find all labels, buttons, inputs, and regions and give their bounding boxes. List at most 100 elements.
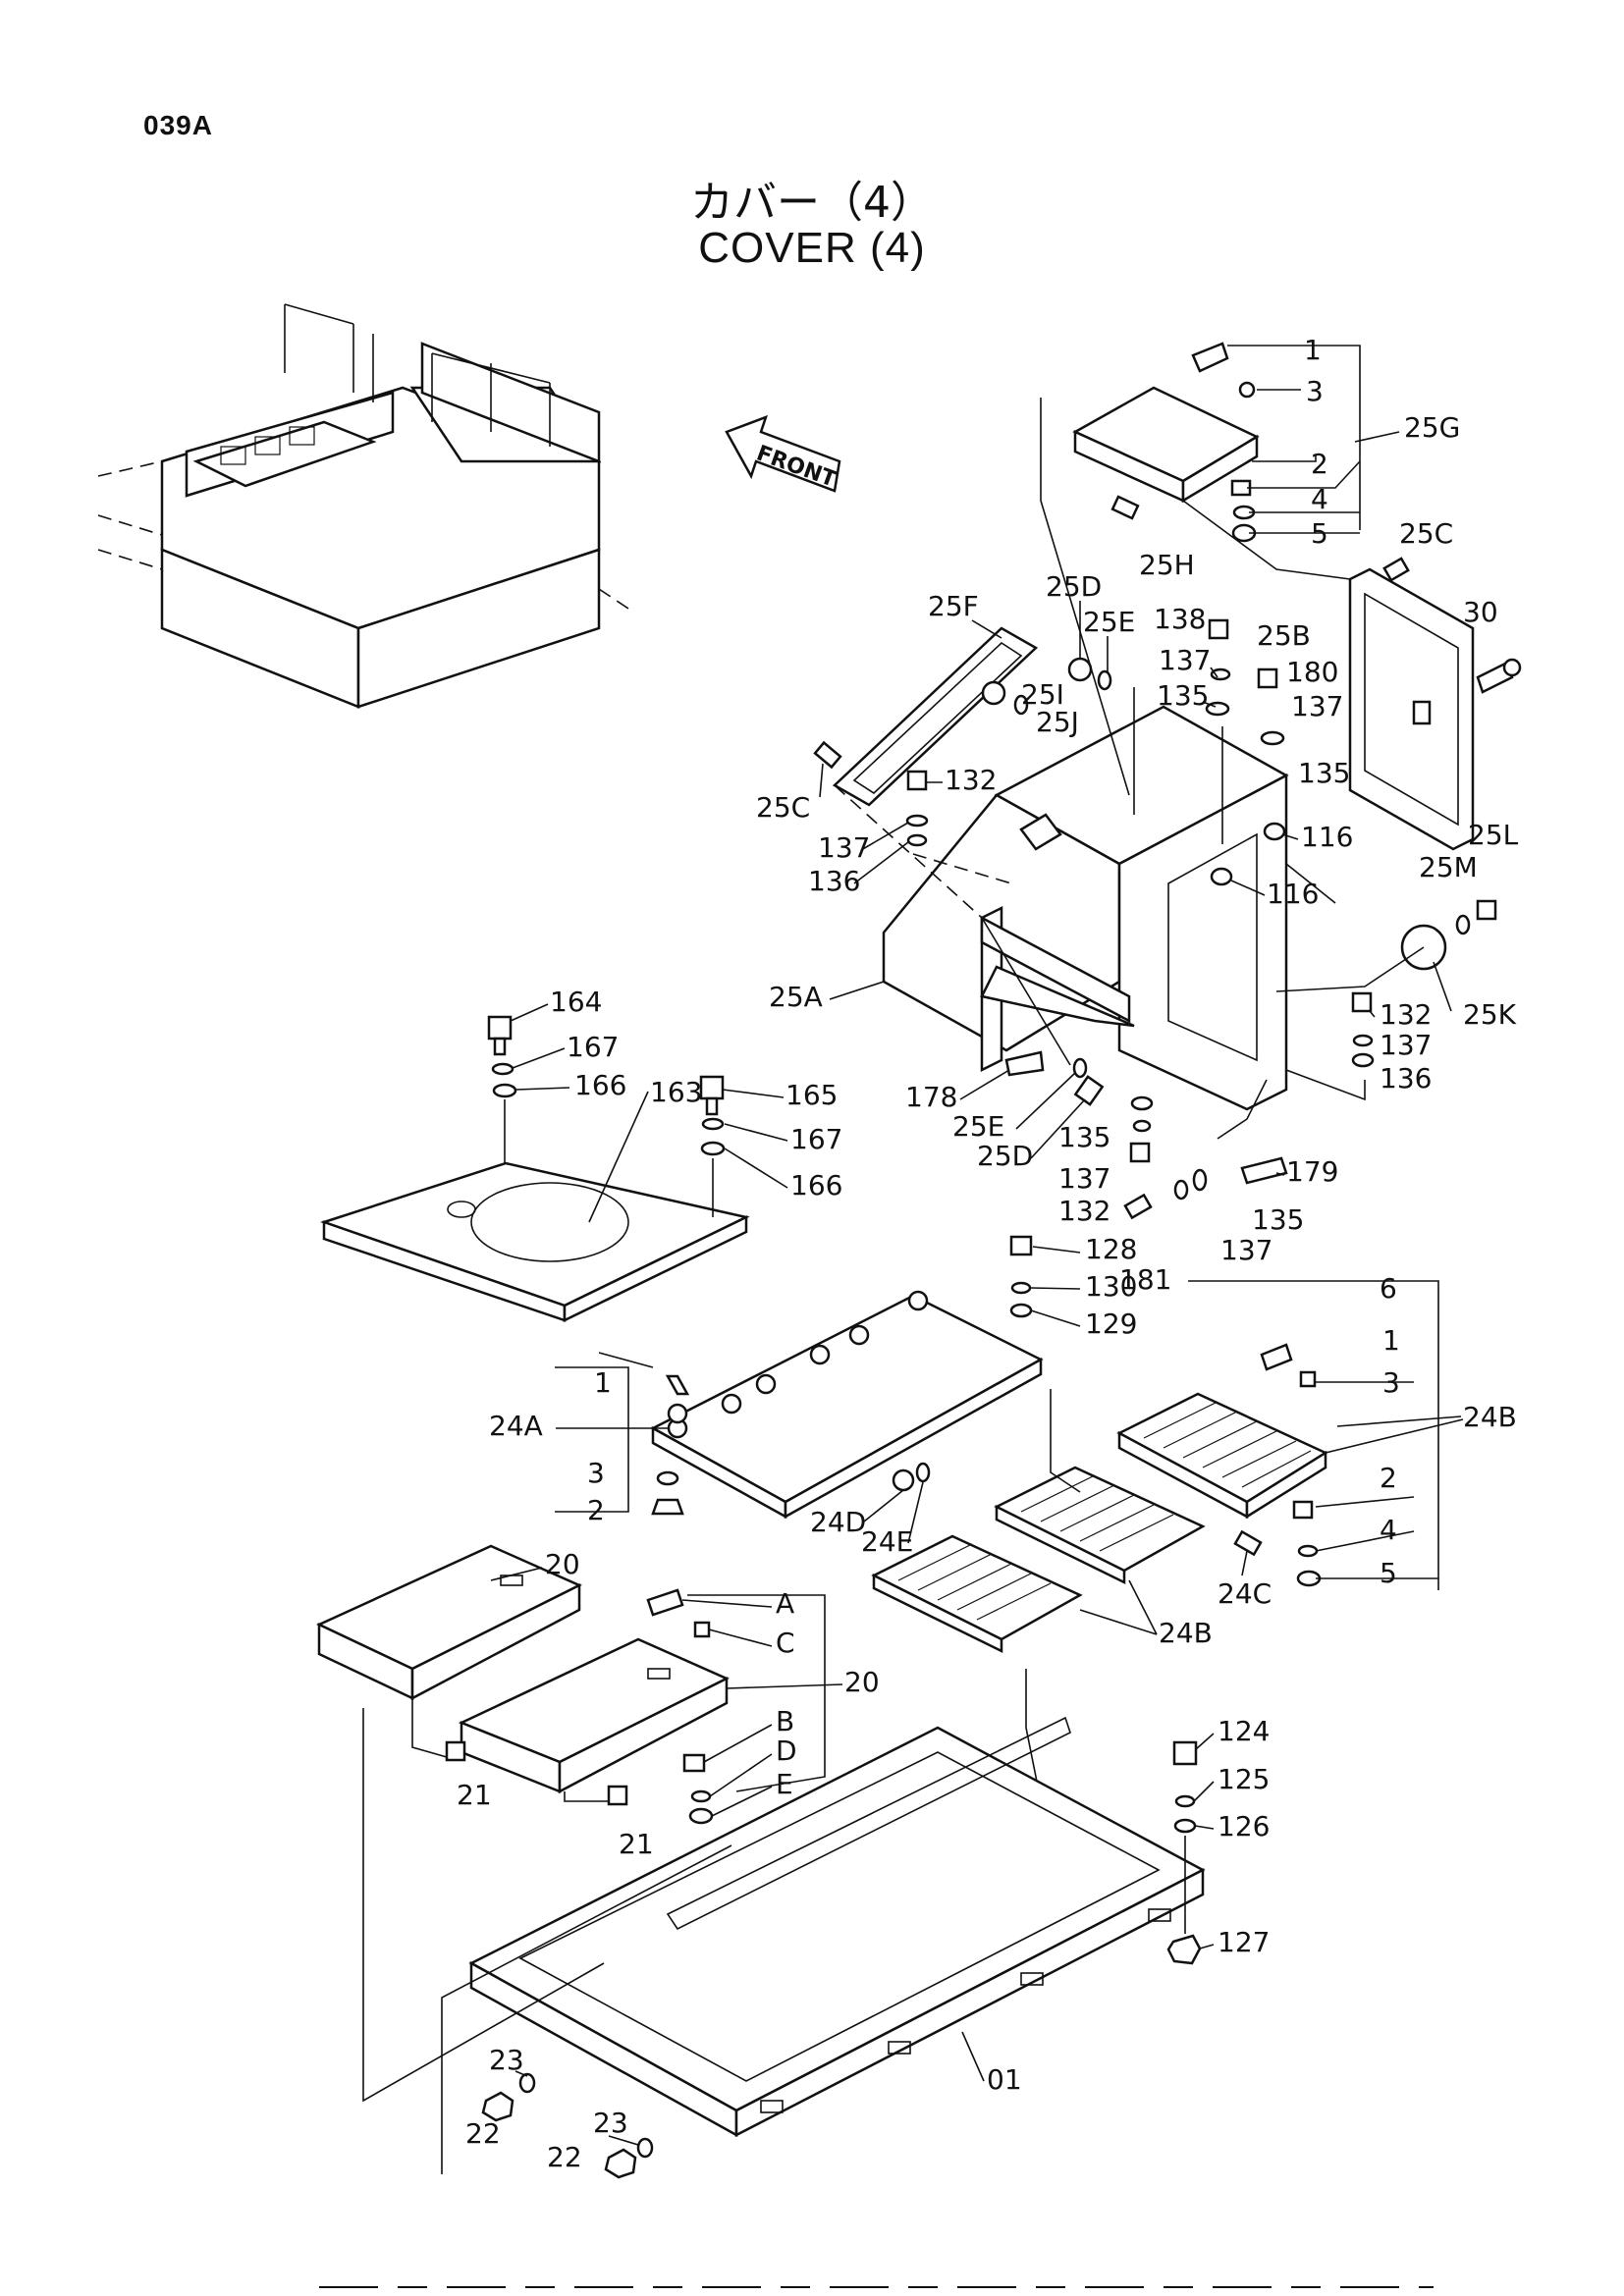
- label-25C: 25C: [756, 791, 810, 824]
- label-25C: 25C: [1399, 517, 1453, 550]
- label-2: 2: [1311, 448, 1328, 480]
- label-22: 22: [465, 2117, 501, 2150]
- label-D: D: [776, 1735, 797, 1767]
- label-3: 3: [1382, 1366, 1400, 1399]
- label-2: 2: [587, 1494, 605, 1526]
- label-C: C: [776, 1627, 795, 1659]
- label-130: 130: [1085, 1270, 1137, 1303]
- label-165: 165: [785, 1079, 838, 1111]
- title-english: COVER (4): [698, 224, 926, 272]
- label-164: 164: [550, 986, 602, 1018]
- label-25J: 25J: [1036, 706, 1079, 738]
- label-25H: 25H: [1139, 549, 1195, 581]
- label-24B: 24B: [1159, 1617, 1213, 1649]
- label-24D: 24D: [810, 1506, 866, 1538]
- label-A: A: [776, 1587, 794, 1620]
- label-137: 137: [1291, 690, 1343, 722]
- label-leaders: [490, 601, 1464, 2146]
- label-132: 132: [1380, 998, 1432, 1031]
- label-E: E: [776, 1768, 793, 1800]
- upper-cover-assembly: [813, 342, 1522, 1220]
- label-24E: 24E: [861, 1525, 913, 1558]
- title-japanese: カバー（4）: [690, 178, 934, 228]
- label-4: 4: [1311, 483, 1328, 515]
- label-B: B: [776, 1705, 794, 1737]
- label-126: 126: [1218, 1810, 1270, 1842]
- panel-assembly: [650, 1235, 1328, 1827]
- label-24B: 24B: [1463, 1401, 1517, 1433]
- label-137: 137: [1159, 644, 1211, 676]
- label-01: 01: [987, 2063, 1022, 2096]
- label-137: 137: [1058, 1162, 1110, 1195]
- label-23: 23: [489, 2044, 524, 2076]
- side-panel-assembly: [316, 1544, 730, 1825]
- label-1: 1: [594, 1366, 612, 1399]
- label-116: 116: [1301, 821, 1353, 853]
- label-25L: 25L: [1468, 819, 1519, 851]
- label-21: 21: [619, 1828, 654, 1860]
- machine-overview: [97, 303, 629, 709]
- label-125: 125: [1218, 1763, 1270, 1795]
- label-6: 6: [1380, 1272, 1397, 1305]
- label-135: 135: [1058, 1121, 1110, 1153]
- label-136: 136: [1380, 1062, 1432, 1095]
- front-arrow: FRONT: [725, 414, 841, 493]
- label-24C: 24C: [1218, 1577, 1272, 1610]
- label-136: 136: [808, 865, 860, 897]
- label-166: 166: [790, 1169, 842, 1201]
- label-25E: 25E: [1083, 606, 1135, 638]
- label-1: 1: [1382, 1324, 1400, 1357]
- page-code: 039A: [143, 110, 213, 140]
- label-25K: 25K: [1463, 998, 1517, 1031]
- label-135: 135: [1252, 1203, 1304, 1236]
- label-127: 127: [1218, 1926, 1270, 1958]
- label-20: 20: [844, 1666, 880, 1698]
- label-124: 124: [1218, 1715, 1270, 1747]
- label-180: 180: [1286, 656, 1338, 688]
- label-25G: 25G: [1404, 411, 1460, 444]
- label-20: 20: [545, 1548, 580, 1580]
- label-132: 132: [1058, 1195, 1110, 1227]
- label-22: 22: [547, 2141, 582, 2173]
- label-138: 138: [1154, 603, 1206, 635]
- label-116: 116: [1267, 878, 1319, 910]
- floor-plate-assembly: [320, 1015, 750, 1322]
- label-178: 178: [905, 1081, 957, 1113]
- label-2: 2: [1380, 1462, 1397, 1494]
- label-1: 1: [1304, 334, 1322, 366]
- label-25A: 25A: [769, 981, 823, 1013]
- label-25I: 25I: [1021, 678, 1064, 711]
- label-25D: 25D: [1046, 570, 1102, 603]
- label-129: 129: [1085, 1308, 1137, 1340]
- label-166: 166: [574, 1069, 626, 1101]
- label-5: 5: [1380, 1557, 1397, 1589]
- label-163: 163: [650, 1076, 702, 1108]
- base-frame: [362, 1708, 1206, 2179]
- label-137: 137: [1220, 1234, 1272, 1266]
- part-labels: 1 3 25G 2 4 5 25H 25C 30 25F 25D 25E 138…: [457, 334, 1519, 2173]
- label-30: 30: [1463, 596, 1498, 628]
- label-179: 179: [1286, 1155, 1338, 1188]
- bracket-lines: [555, 345, 1462, 1792]
- label-23: 23: [593, 2107, 628, 2139]
- label-21: 21: [457, 1779, 492, 1811]
- label-25M: 25M: [1419, 851, 1478, 883]
- label-137: 137: [1380, 1029, 1432, 1061]
- label-25D: 25D: [977, 1140, 1033, 1172]
- label-135: 135: [1157, 679, 1209, 712]
- label-132: 132: [945, 764, 997, 796]
- label-167: 167: [790, 1123, 842, 1155]
- label-181: 181: [1119, 1263, 1171, 1296]
- label-135: 135: [1298, 757, 1350, 789]
- label-137: 137: [818, 831, 870, 864]
- label-3: 3: [587, 1457, 605, 1489]
- label-25B: 25B: [1257, 619, 1311, 652]
- label-128: 128: [1085, 1233, 1137, 1265]
- label-24A: 24A: [489, 1410, 543, 1442]
- label-5: 5: [1311, 517, 1328, 550]
- label-167: 167: [567, 1031, 619, 1063]
- label-25E: 25E: [952, 1110, 1004, 1143]
- label-3: 3: [1306, 375, 1324, 407]
- label-4: 4: [1380, 1514, 1397, 1546]
